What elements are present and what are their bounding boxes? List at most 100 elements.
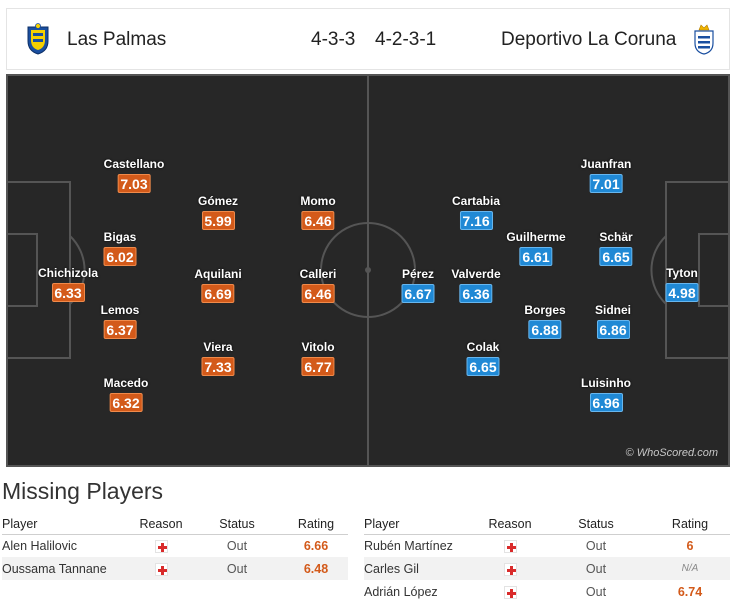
missing-player-name[interactable]: Adrián López — [364, 584, 438, 599]
player-rating: 7.16 — [459, 211, 493, 230]
away-team-name[interactable]: Deportivo La Coruna — [501, 29, 677, 50]
away-player[interactable]: Tyton 4.98 — [665, 266, 699, 303]
missing-player-name[interactable]: Alen Halilovic — [2, 538, 78, 553]
away-player[interactable]: Luisinho 6.96 — [581, 376, 631, 413]
player-rating: 6.88 — [528, 320, 562, 339]
missing-player-name[interactable]: Rubén Martínez — [364, 538, 453, 553]
player-name: Colak — [466, 340, 500, 354]
player-name: Luisinho — [581, 376, 631, 390]
player-name: Macedo — [103, 376, 149, 390]
home-player[interactable]: Momo 6.46 — [300, 194, 336, 231]
pitch-markings — [6, 74, 730, 467]
injury-icon — [503, 562, 517, 576]
away-formation: 4-2-3-1 — [375, 29, 437, 50]
player-rating: 6.02 — [103, 247, 137, 266]
missing-player-name[interactable]: Carles Gil — [364, 557, 478, 580]
column-header-player[interactable]: Player — [2, 514, 132, 535]
column-header-rating[interactable]: Rating — [284, 514, 348, 535]
home-missing-table: Player Reason Status Rating Alen Halilov… — [2, 514, 348, 580]
home-player[interactable]: Castellano 7.03 — [103, 157, 165, 194]
player-name: Viera — [203, 340, 233, 354]
player-rating: 4.98 — [665, 283, 699, 302]
home-player[interactable]: Aquilani 6.69 — [194, 267, 242, 304]
player-rating: 6.33 — [51, 283, 85, 302]
column-header-rating[interactable]: Rating — [650, 514, 730, 535]
missing-rating: 6 — [686, 538, 694, 553]
player-name: Sidnei — [594, 303, 632, 317]
away-player[interactable]: Sidnei 6.86 — [595, 303, 631, 340]
home-player[interactable]: Viera 7.33 — [201, 340, 235, 377]
player-name: Aquilani — [194, 267, 242, 281]
away-player[interactable]: Valverde 6.36 — [451, 267, 501, 304]
home-player[interactable]: Lemos 6.37 — [100, 303, 140, 340]
player-rating: 6.46 — [301, 284, 335, 303]
missing-status: Out — [542, 557, 650, 580]
missing-status: Out — [585, 538, 607, 553]
missing-status: Out — [585, 584, 607, 599]
las-palmas-crest-icon — [27, 23, 49, 55]
player-name: Borges — [524, 303, 566, 317]
missing-status: Out — [226, 538, 248, 553]
player-name: Schär — [599, 230, 633, 244]
player-name: Valverde — [451, 267, 501, 281]
player-rating: 7.03 — [117, 174, 151, 193]
home-team-name[interactable]: Las Palmas — [67, 29, 167, 50]
injury-icon — [503, 539, 517, 553]
home-player[interactable]: Vitolo 6.77 — [301, 340, 335, 377]
home-player[interactable]: Calleri 6.46 — [299, 267, 337, 304]
player-name: Guilherme — [506, 230, 566, 244]
player-name: Momo — [300, 194, 336, 208]
column-header-status[interactable]: Status — [190, 514, 284, 535]
home-player[interactable]: Macedo 6.32 — [103, 376, 149, 413]
missing-rating: 6.66 — [303, 538, 329, 553]
whoscored-watermark: © WhoScored.com — [625, 447, 718, 459]
away-missing-table: Player Reason Status Rating Rubén Martín… — [364, 514, 730, 603]
away-player[interactable]: Borges 6.88 — [524, 303, 566, 340]
missing-player-name[interactable]: Oussama Tannane — [2, 557, 132, 580]
player-name: Cartabia — [451, 194, 501, 208]
player-rating: 6.69 — [201, 284, 235, 303]
player-rating: 6.46 — [301, 211, 335, 230]
player-rating: 6.65 — [466, 357, 500, 376]
match-header: Las Palmas 4-3-3 4-2-3-1 Deportivo La Co… — [6, 8, 730, 70]
player-name: Calleri — [299, 267, 337, 281]
player-name: Castellano — [103, 157, 165, 171]
away-player[interactable]: Guilherme 6.61 — [506, 230, 566, 267]
column-header-status[interactable]: Status — [542, 514, 650, 535]
home-player[interactable]: Bigas 6.02 — [103, 230, 137, 267]
player-name: Juanfran — [580, 157, 632, 171]
column-header-reason[interactable]: Reason — [478, 514, 542, 535]
deportivo-crest-icon — [694, 24, 714, 55]
table-row: Alen Halilovic Out 6.66 — [2, 534, 348, 557]
away-player[interactable]: Pérez 6.67 — [401, 267, 435, 304]
player-rating: 6.37 — [103, 320, 137, 339]
player-rating: 7.01 — [589, 174, 623, 193]
player-name: Chichizola — [37, 266, 99, 280]
player-rating: 6.61 — [519, 247, 553, 266]
home-player[interactable]: Gómez 5.99 — [198, 194, 238, 231]
player-rating: 6.65 — [599, 247, 633, 266]
column-header-reason[interactable]: Reason — [132, 514, 190, 535]
injury-icon — [154, 539, 168, 553]
missing-rating: N/A — [650, 557, 730, 580]
away-player[interactable]: Schär 6.65 — [599, 230, 633, 267]
player-name: Gómez — [197, 194, 239, 208]
missing-players-heading: Missing Players — [2, 478, 164, 504]
away-player[interactable]: Juanfran 7.01 — [580, 157, 632, 194]
player-rating: 6.67 — [401, 284, 435, 303]
away-player[interactable]: Colak 6.65 — [466, 340, 500, 377]
column-header-player[interactable]: Player — [364, 514, 478, 535]
missing-status: Out — [190, 557, 284, 580]
player-name: Pérez — [401, 267, 435, 281]
player-rating: 6.32 — [109, 393, 143, 412]
home-player[interactable]: Chichizola 6.33 — [38, 266, 98, 303]
missing-rating: 6.74 — [677, 584, 703, 599]
player-name: Lemos — [100, 303, 140, 317]
player-rating: 7.33 — [201, 357, 235, 376]
table-row: Rubén Martínez Out 6 — [364, 534, 730, 557]
table-row: Carles Gil Out N/A — [364, 557, 730, 580]
player-name: Vitolo — [301, 340, 335, 354]
away-player[interactable]: Cartabia 7.16 — [452, 194, 500, 231]
injury-icon — [503, 585, 517, 599]
player-rating: 6.86 — [596, 320, 630, 339]
